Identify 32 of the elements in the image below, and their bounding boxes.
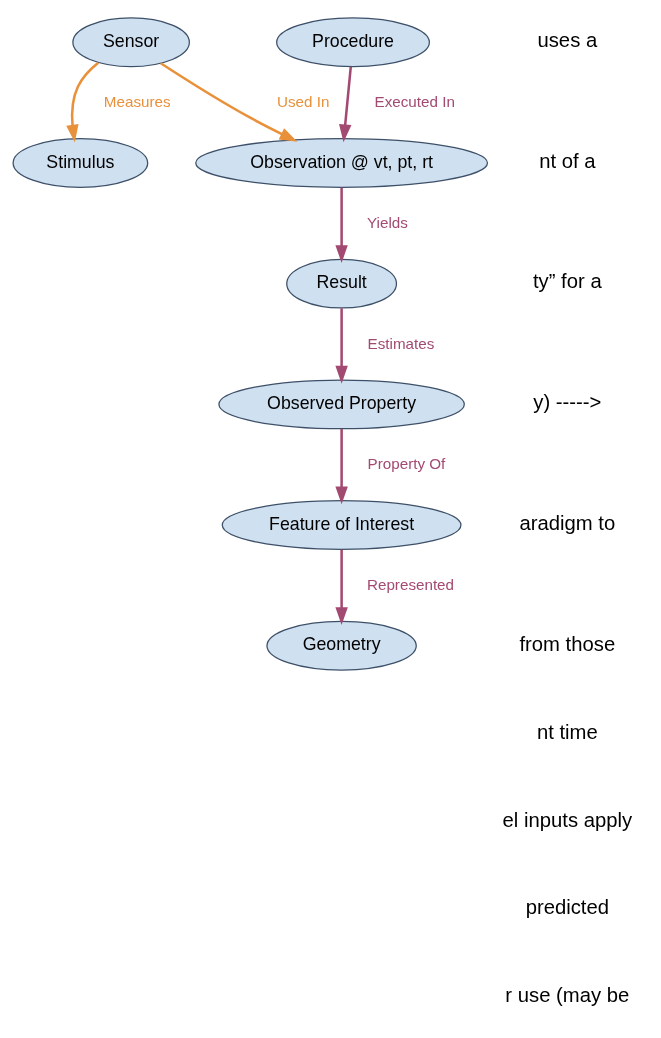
label: nt of a — [539, 149, 596, 172]
label: uses a — [537, 29, 598, 52]
arrow — [335, 428, 348, 505]
node-ellipse: Geometry — [266, 620, 417, 671]
edge-label: Represented — [366, 575, 455, 593]
arrow — [335, 549, 348, 626]
arrow — [160, 62, 298, 142]
node-ellipse: Observed Property — [218, 379, 465, 430]
label: from those — [519, 632, 616, 655]
node-ellipse: Stimulus — [12, 138, 149, 188]
label: aradigm to — [519, 511, 616, 534]
edge-label: Estimates — [367, 334, 435, 352]
edge-label: Yields — [366, 213, 408, 231]
label: ty” for a — [532, 270, 602, 293]
edge-label: Used In — [276, 93, 330, 111]
label: nt time — [536, 721, 598, 744]
node-ellipse: Result — [286, 258, 398, 309]
edge-label: Executed In — [374, 93, 455, 111]
node-ellipse: Observation @ vt, pt, rt — [195, 138, 489, 188]
arrow — [335, 308, 348, 384]
arrow — [335, 187, 348, 263]
edge-label: Property Of — [367, 455, 446, 473]
node-ellipse: Feature of Interest — [221, 500, 462, 550]
label: y) -----> — [533, 391, 602, 414]
arrow — [66, 61, 100, 143]
node-ellipse: Procedure — [276, 17, 430, 68]
edge-label: Measures — [103, 93, 171, 111]
node-ellipse: Sensor — [72, 17, 190, 68]
label: r use (may be — [505, 983, 630, 1006]
arrow — [339, 66, 353, 143]
label: predicted — [525, 896, 610, 919]
label: el inputs apply — [502, 808, 633, 831]
